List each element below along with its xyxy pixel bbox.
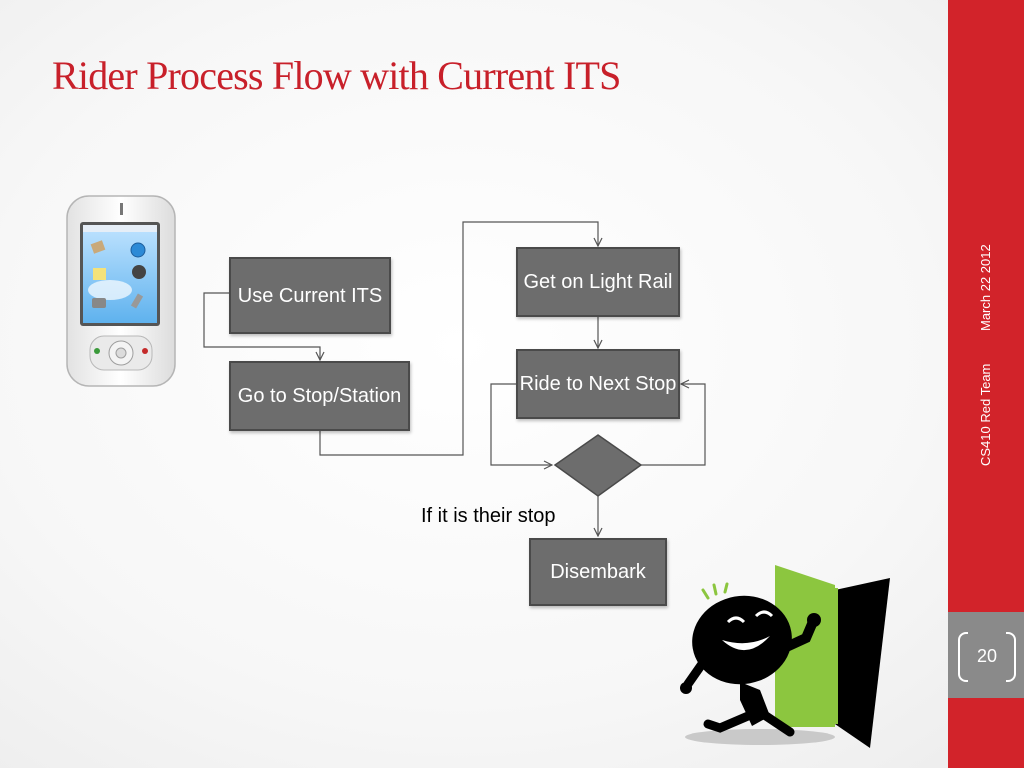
ride-to-next-stop-label: Ride to Next Stop (519, 373, 677, 395)
use-current-its-label: Use Current ITS (237, 284, 383, 307)
left-bracket (958, 632, 968, 682)
decision-diamond (553, 434, 643, 497)
right-bracket (1006, 632, 1016, 682)
connector-its-to-go (203, 292, 320, 360)
use-current-its-box: Use Current ITS (229, 257, 391, 334)
connector-decision-loop (640, 384, 706, 466)
page-number-text: 20 (976, 646, 998, 666)
page-number: 20 (958, 630, 1016, 682)
connector-ride-to-decision (490, 383, 552, 465)
disembark-box: Disembark (529, 538, 667, 606)
decision-label: If it is their stop (421, 505, 556, 527)
ride-to-next-stop-box: Ride to Next Stop (516, 349, 680, 419)
slide-title: Rider Process Flow with Current ITS (52, 53, 621, 98)
go-to-stop-box: Go to Stop/Station (229, 361, 410, 431)
connector-go-to-rail (319, 221, 598, 456)
disembark-label: Disembark (550, 561, 646, 583)
get-on-light-rail-label: Get on Light Rail (523, 271, 673, 293)
sidebar (948, 0, 1024, 768)
get-on-light-rail-box: Get on Light Rail (516, 247, 680, 317)
go-to-stop-label: Go to Stop/Station (237, 385, 402, 407)
page-number-band (948, 612, 1024, 698)
